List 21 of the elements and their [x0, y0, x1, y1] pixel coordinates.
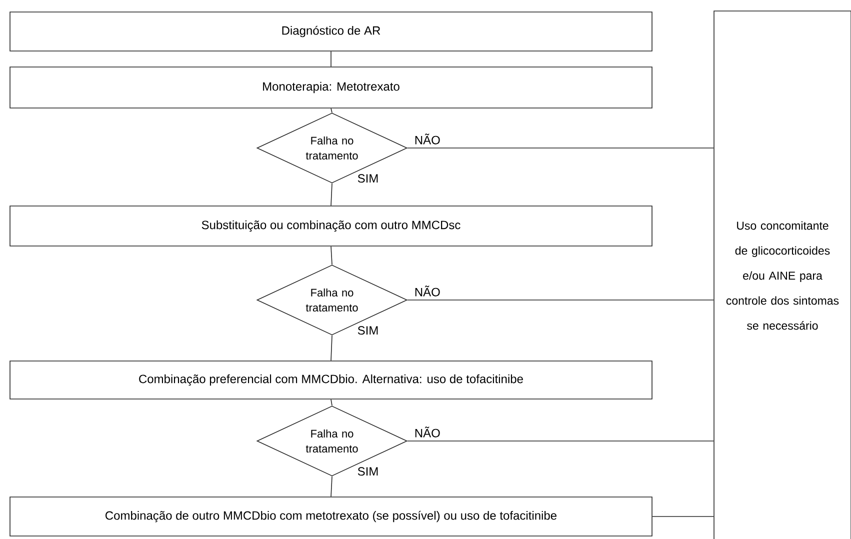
edge-label: NÃO [415, 426, 440, 438]
connector-line [652, 516, 714, 517]
edge-label: NÃO [415, 134, 440, 144]
connector-line [330, 246, 332, 265]
edge-label: NÃO [415, 286, 440, 296]
connector-line [330, 183, 332, 206]
connector-line [330, 51, 332, 67]
edge-label: SIM [358, 174, 378, 183]
connector-line [330, 335, 332, 361]
connector-line [330, 476, 332, 497]
edge-label: SIM [358, 467, 378, 476]
process-box: Substituição ou combinação com outro MMCDsc [10, 206, 652, 246]
process-box: Combinação preferencial com MMCDbio. Alternativa: uso de tofacitinibe [10, 360, 652, 400]
process-box: Diagnóstico de AR [10, 12, 652, 52]
side-note-box: Uso concomitante de glicocorticoides e/ou AINE para controle dos sintomas se necessário [714, 10, 851, 539]
process-box: Combinação de outro MMCDbio com metotrexato (se possível) ou uso de tofacitinibe [10, 496, 652, 536]
edge-label: SIM [358, 326, 378, 335]
connector-line [330, 108, 332, 113]
connector-line [330, 399, 332, 406]
connector-line [407, 440, 714, 442]
process-box: Monoterapia: Metotrexato [10, 66, 652, 108]
